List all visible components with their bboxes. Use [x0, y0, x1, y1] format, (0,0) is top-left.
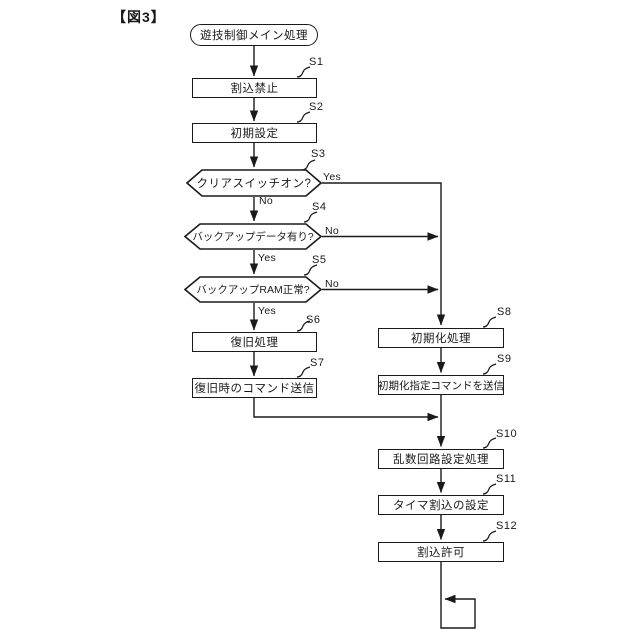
step-s2-label: 初期設定 [230, 128, 279, 140]
branch-s4-no: No [325, 225, 340, 237]
step-s5-decision: バックアップRAM正常? [184, 276, 322, 303]
step-id-s9: S9 [497, 353, 512, 365]
step-s2-box: 初期設定 [192, 123, 317, 143]
step-s1-label: 割込禁止 [230, 83, 279, 95]
step-s11-label: タイマ割込の設定 [393, 500, 489, 512]
step-s12-box: 割込許可 [378, 542, 504, 562]
step-id-s12: S12 [496, 520, 518, 532]
start-terminal: 遊技制御メイン処理 [190, 24, 318, 46]
step-s4-label: バックアップデータ有り? [192, 231, 314, 243]
step-id-s11: S11 [496, 473, 517, 485]
figure-label: 【図3】 [112, 9, 166, 25]
step-id-s3: S3 [311, 148, 326, 160]
edge-loop-back [440, 562, 476, 629]
step-s3-label: クリアスイッチオン? [196, 178, 312, 190]
step-s6-box: 復旧処理 [192, 332, 317, 352]
step-id-s8: S8 [497, 306, 512, 318]
step-s11-box: タイマ割込の設定 [378, 495, 504, 515]
branch-s5-no: No [325, 278, 340, 290]
step-id-s10: S10 [496, 428, 518, 440]
step-id-s6: S6 [306, 314, 321, 326]
step-s8-box: 初期化処理 [378, 328, 504, 348]
step-s12-label: 割込許可 [417, 547, 465, 559]
step-s9-box: 初期化指定コマンドを送信 [378, 375, 504, 395]
step-s7-box: 復旧時のコマンド送信 [192, 378, 317, 398]
step-s10-label: 乱数回路設定処理 [393, 454, 489, 466]
branch-s3-no: No [259, 195, 274, 207]
hexagon-shape [184, 276, 322, 303]
step-s6-label: 復旧処理 [230, 337, 279, 349]
edge-s3-s8-yes [322, 182, 446, 326]
hexagon-shape [186, 169, 322, 197]
step-id-s1: S1 [309, 56, 324, 68]
step-id-s2: S2 [309, 101, 324, 113]
step-s5-label: バックアップRAM正常? [196, 284, 310, 296]
step-id-s5: S5 [312, 254, 327, 266]
edge-s7-merge [253, 398, 439, 422]
branch-s4-yes: Yes [258, 252, 277, 264]
step-s1-box: 割込禁止 [192, 78, 317, 98]
step-s3-decision: クリアスイッチオン? [186, 169, 322, 197]
step-s4-decision: バックアップデータ有り? [184, 223, 322, 250]
start-terminal-label: 遊技制御メイン処理 [200, 30, 308, 42]
step-s8-label: 初期化処理 [411, 333, 471, 345]
step-id-s7: S7 [310, 357, 325, 369]
step-s7-label: 復旧時のコマンド送信 [194, 383, 315, 395]
step-s9-label: 初期化指定コマンドを送信 [378, 379, 504, 392]
step-s10-box: 乱数回路設定処理 [378, 449, 504, 469]
hexagon-shape [184, 223, 322, 250]
branch-s3-yes: Yes [323, 171, 342, 183]
step-id-s4: S4 [312, 201, 327, 213]
branch-s5-yes: Yes [258, 305, 277, 317]
label-leader-lines [296, 66, 497, 542]
